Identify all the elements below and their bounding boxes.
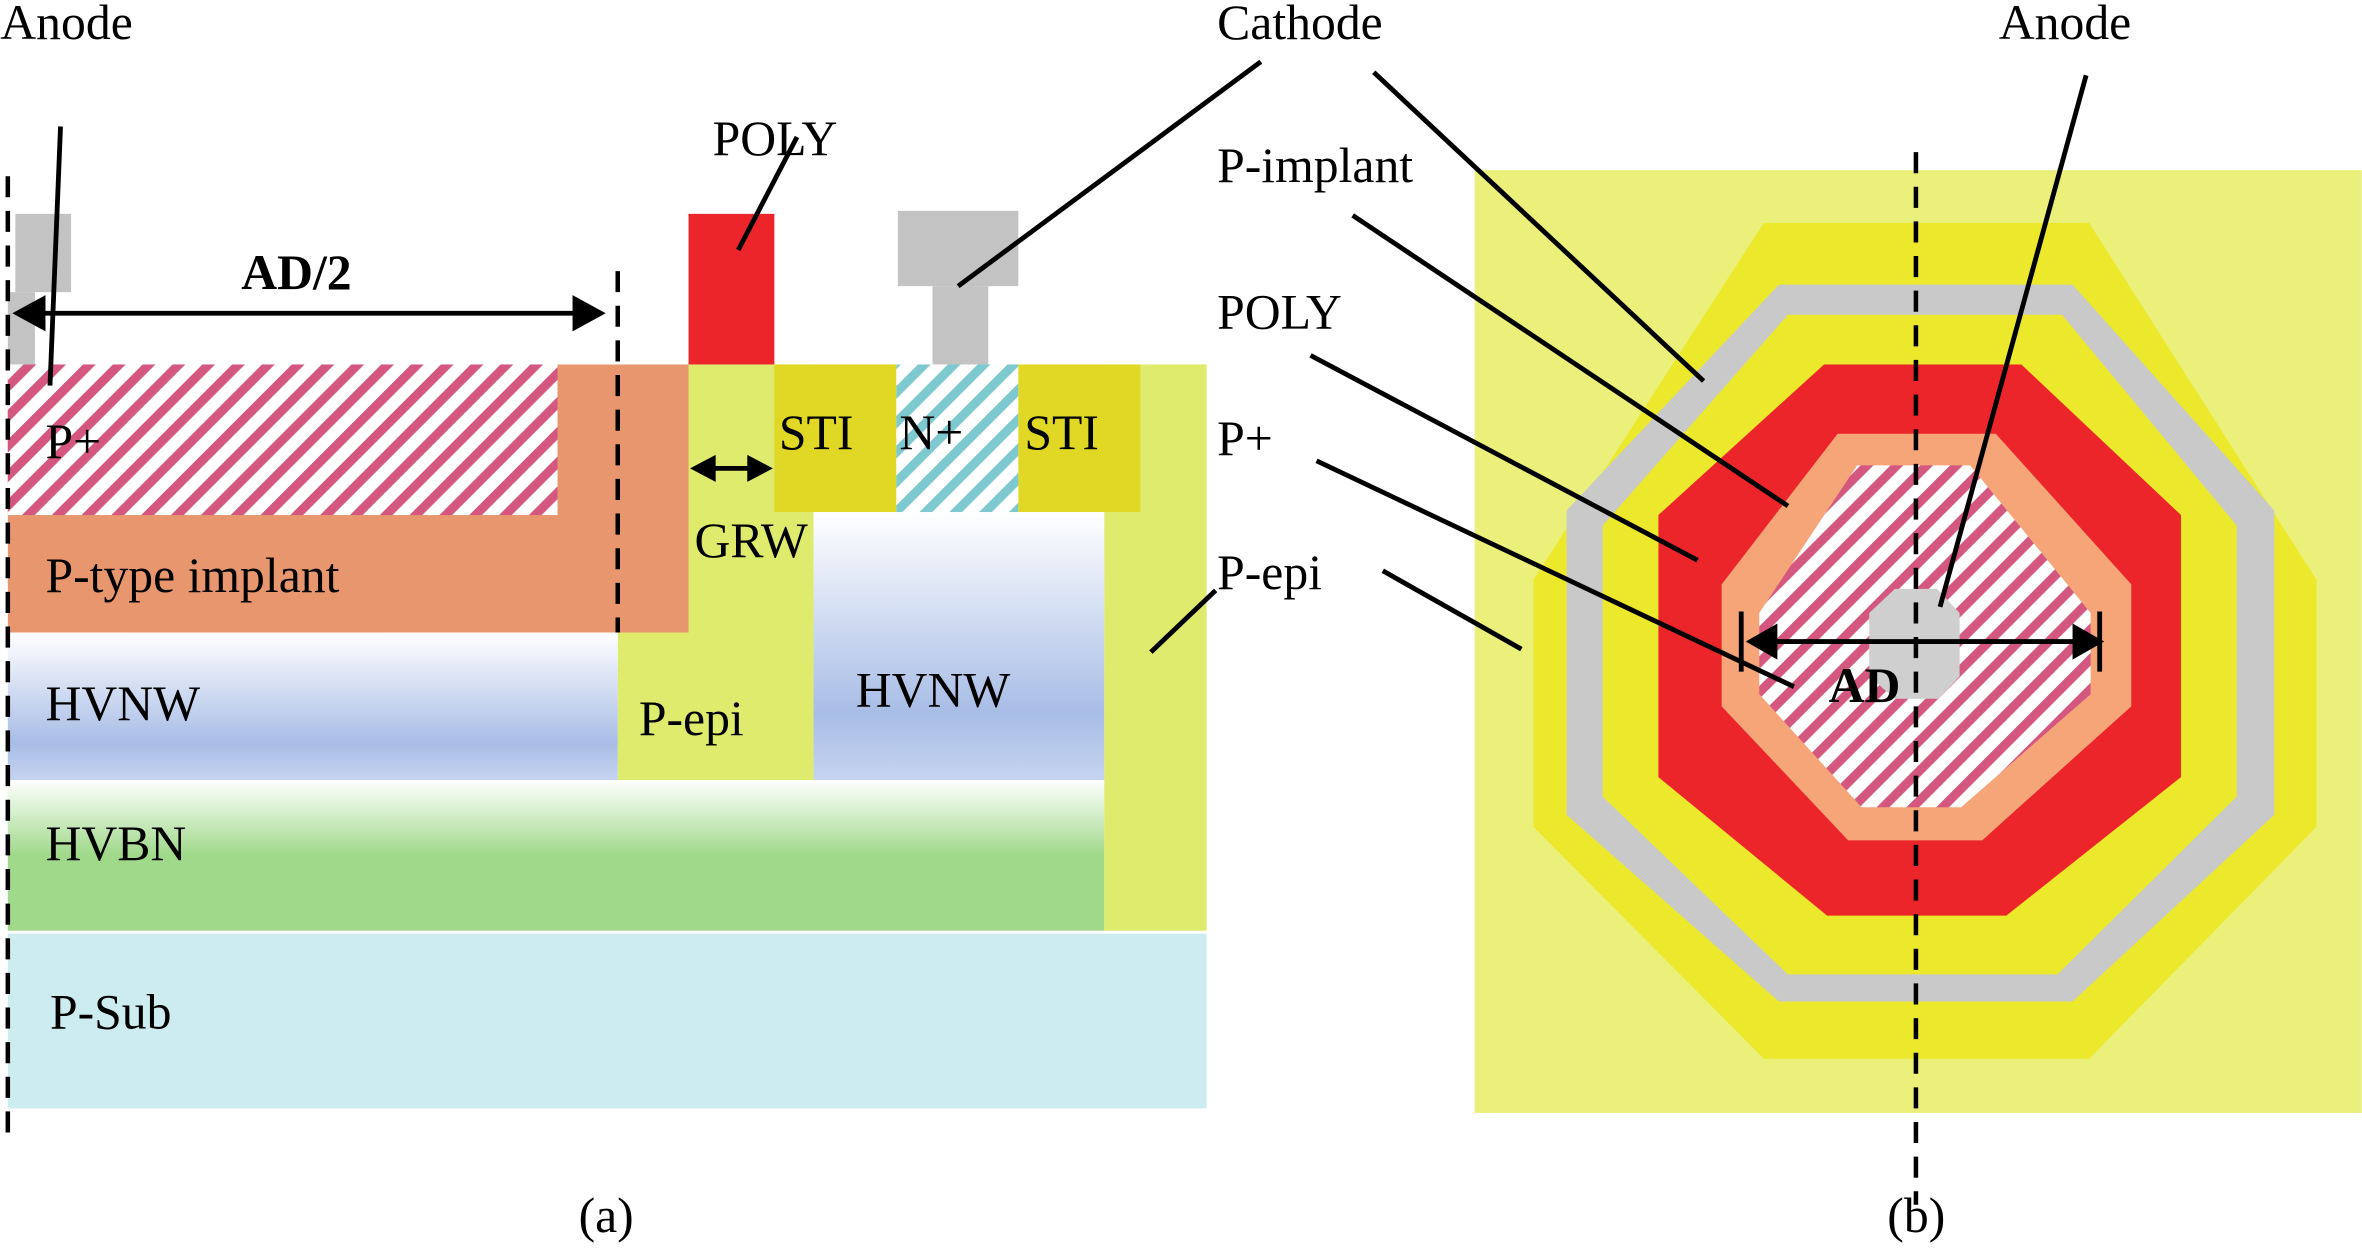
- p-epi-leader-line-b: [1381, 568, 1523, 652]
- sti-left-region: [774, 364, 897, 513]
- hvnw-left-label: HVNW: [45, 676, 200, 731]
- hvnw-right-region: [813, 512, 1105, 781]
- anode-leader-line-b: [1937, 74, 2089, 608]
- cathode-leader-line-b: [1372, 70, 1706, 383]
- p-sub-region: [7, 933, 1207, 1109]
- p-implant-label: P-implant: [1217, 138, 1413, 193]
- caption-a: (a): [579, 1188, 634, 1243]
- panel-a: Anode POLY AD/2 P+ P-type implant STI N+…: [0, 0, 1263, 1243]
- ad-arrow: [1738, 611, 2105, 672]
- panel-b: Cathode Anode P-implant POLY P+ P-epi AD…: [1217, 0, 2362, 1243]
- p-epi-leader-line-a: [1149, 588, 1218, 654]
- poly-label-a: POLY: [713, 111, 838, 166]
- p-epi-label-b: P-epi: [1217, 545, 1322, 600]
- hvnw-right-label: HVNW: [856, 662, 1011, 717]
- p-plus-region: [7, 364, 558, 516]
- hvnw-left-region: [7, 632, 618, 781]
- sti-left-label: STI: [779, 405, 854, 460]
- poly-label-b: POLY: [1217, 284, 1342, 339]
- anode-label-b: Anode: [1999, 0, 2131, 50]
- anode-contact-top: [15, 213, 72, 293]
- caption-b: (b): [1887, 1188, 1945, 1243]
- cathode-contact-top: [897, 210, 1019, 287]
- ad-half-arrow: [12, 295, 606, 332]
- ad-half-label: AD/2: [241, 245, 351, 300]
- p-sub-label: P-Sub: [50, 985, 172, 1040]
- p-plus-label-b: P+: [1217, 411, 1273, 466]
- p-plus-leader-line: [1315, 458, 1795, 689]
- sti-right-region: [1018, 364, 1141, 513]
- n-plus-region: [896, 364, 1019, 513]
- n-plus-label: N+: [899, 405, 963, 460]
- grw-label: GRW: [695, 513, 808, 568]
- p-plus-label-a: P+: [45, 414, 101, 469]
- poly-leader-line-b: [1309, 353, 1699, 563]
- grw-arrow: [690, 454, 773, 482]
- anode-label-a: Anode: [0, 0, 132, 50]
- cathode-leader-line-a: [956, 59, 1263, 289]
- poly-gate: [688, 213, 775, 365]
- p-epi-label-a: P-epi: [639, 691, 744, 746]
- p-type-implant-label: P-type implant: [45, 548, 339, 603]
- hvbn-region: [7, 780, 1105, 931]
- hvbn-label: HVBN: [45, 816, 186, 871]
- ad-label: AD: [1829, 658, 1901, 713]
- cathode-label: Cathode: [1217, 0, 1383, 50]
- anode-leader-line: [47, 126, 63, 386]
- poly-leader-line: [736, 135, 800, 252]
- cathode-contact-via: [932, 286, 989, 365]
- p-implant-leader-line: [1351, 213, 1790, 509]
- sti-right-label: STI: [1024, 405, 1099, 460]
- anode-contact-via: [7, 292, 35, 365]
